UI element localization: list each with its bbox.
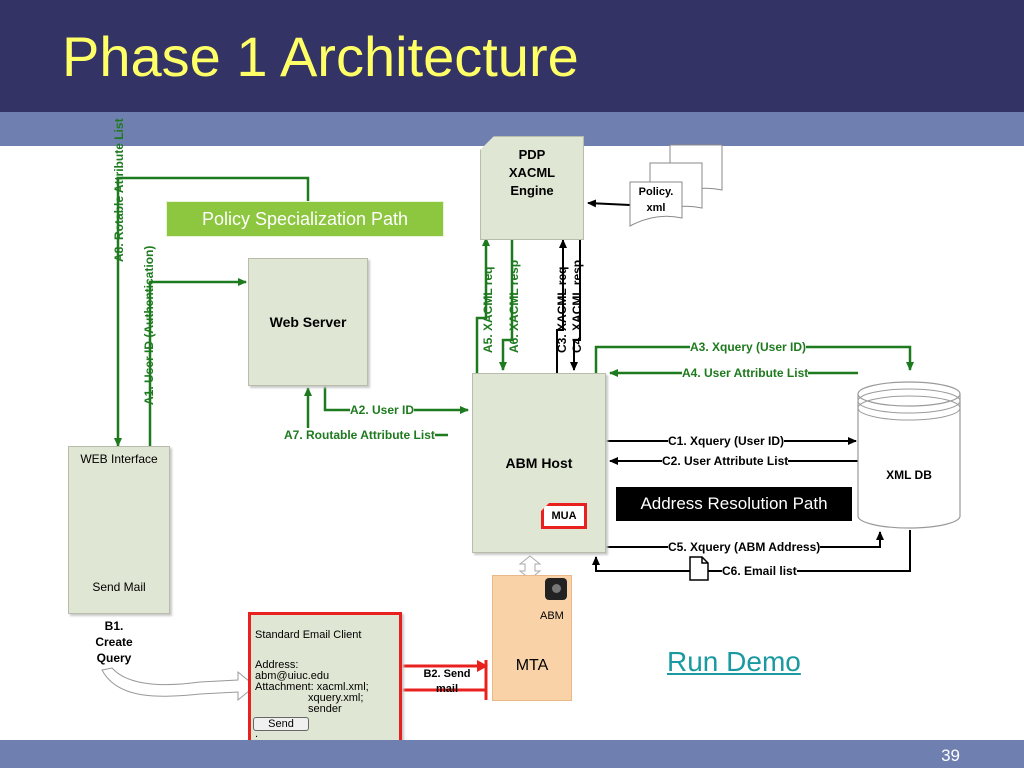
footer-band	[0, 740, 1024, 768]
flow-c1-label: C1. Xquery (User ID)	[668, 434, 785, 448]
trailing-dot: .	[255, 728, 259, 740]
flow-c4-line	[570, 240, 581, 371]
flow-c2-label: C2. User Attribute List	[662, 454, 789, 468]
flow-a3-label: A3. Xquery (User ID)	[690, 340, 807, 354]
slide-title: Phase 1 Architecture	[62, 25, 579, 88]
web-server-label: Web Server	[269, 314, 347, 330]
flow-a1-line	[148, 278, 247, 446]
attachment-more-2: sender	[308, 703, 342, 715]
flow-a2-label: A2. User ID	[350, 403, 415, 417]
email-client-title: Standard Email Client	[255, 629, 362, 641]
flow-b1-arrow	[101, 667, 256, 702]
policy-xml-label: Policy. xml	[638, 186, 674, 214]
flow-a6-label: A6. XACML resp	[507, 259, 521, 353]
email-client-box	[248, 612, 402, 750]
pdp-xacml-engine-box	[480, 136, 584, 240]
attachment-line: Attachment: xacml.xml;	[255, 681, 369, 693]
attachment-more: xquery.xml;	[308, 692, 364, 704]
send-button[interactable]: Send	[253, 717, 309, 731]
flow-b1-label: B1. Create Query	[95, 619, 133, 665]
policy-doc-stack	[629, 144, 723, 227]
flow-c5-label: C5. Xquery (ABM Address)	[668, 540, 821, 554]
flow-a8-label: A8. Rotable Attribute List	[112, 118, 126, 262]
flow-a5-line	[475, 237, 490, 373]
flow-a2-line	[323, 386, 469, 414]
mua-badge: MUA	[541, 503, 587, 529]
flow-c6-label: C6. Email list	[722, 564, 797, 578]
pdp-label: PDP XACML Engine	[508, 147, 556, 198]
flow-b2-label: B2. Send mail	[423, 668, 471, 695]
address-label: Address:	[255, 659, 299, 671]
camera-lens-icon	[552, 584, 561, 593]
abm-host-label: ABM Host	[505, 455, 573, 471]
send-mail-label: Send Mail	[92, 580, 146, 594]
xml-db-label: XML DB	[886, 468, 932, 482]
flow-c4-label: C4. XACML resp	[570, 259, 584, 353]
flow-c3-label: C3. XACML req	[555, 266, 569, 353]
flow-a6-line	[499, 236, 514, 371]
flow-a5-label: A5. XACML req	[481, 266, 495, 353]
policy-to-pdp-line	[587, 199, 631, 208]
address-resolution-path-banner: Address Resolution Path	[616, 487, 852, 521]
document-icon	[689, 556, 709, 581]
xml-db-cylinder	[857, 381, 961, 529]
flow-a7-label: A7. Routable Attribute List	[284, 428, 435, 442]
web-interface-box	[68, 446, 170, 614]
web-interface-label: WEB Interface	[80, 452, 158, 466]
flow-c3-line	[556, 239, 567, 373]
flow-a4-label: A4. User Attribute List	[682, 366, 809, 380]
title-bar	[0, 0, 1024, 112]
email-client-fields: Address: abm@uiuc.edu Attachment: xacml.…	[255, 660, 369, 715]
mta-label: MTA	[515, 657, 549, 674]
policy-specialization-path-banner: Policy Specialization Path	[166, 201, 444, 237]
abm-label: ABM	[540, 610, 564, 622]
run-demo-link[interactable]: Run Demo	[667, 646, 801, 677]
page-number: 39	[941, 746, 960, 765]
web-server-box	[248, 258, 368, 386]
address-value: abm@uiuc.edu	[255, 670, 330, 682]
flow-a1-label: A1. User ID (Authentication)	[142, 245, 156, 405]
